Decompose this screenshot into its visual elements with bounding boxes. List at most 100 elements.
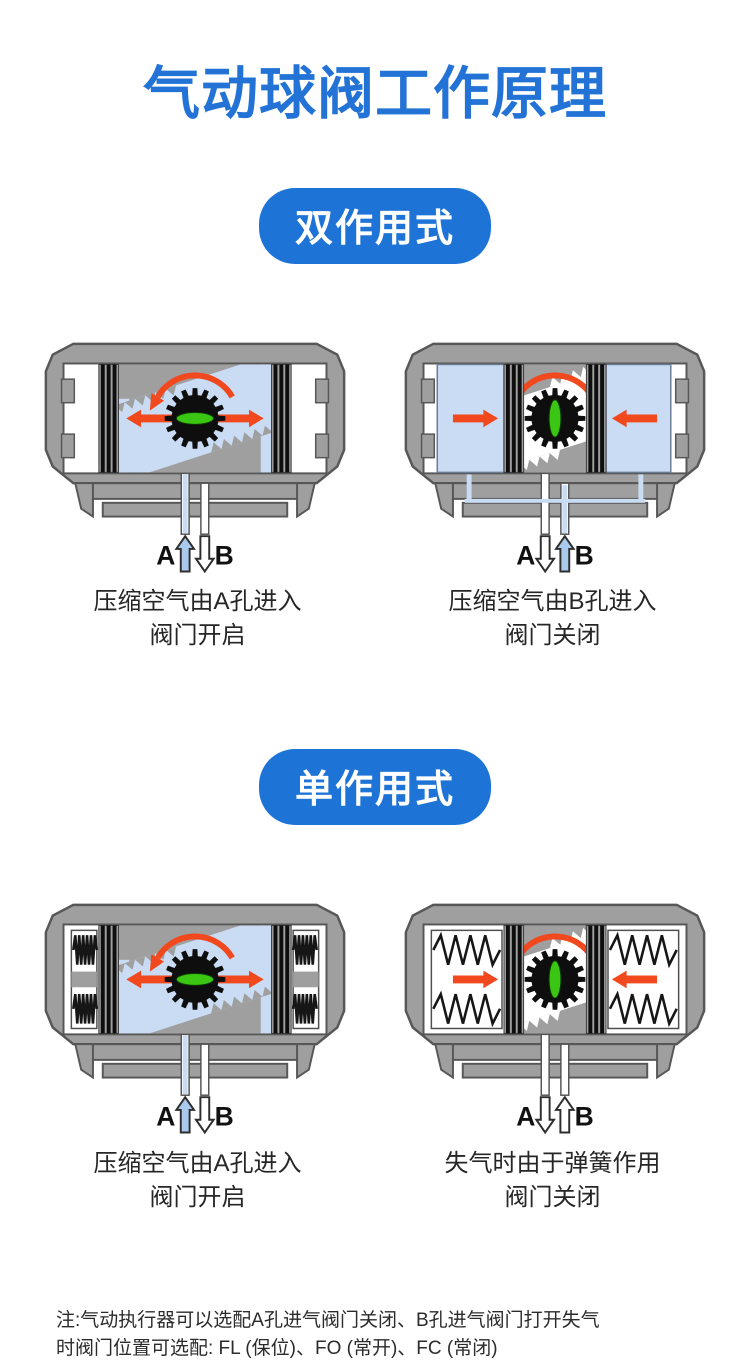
diagram-caption-double-open: 压缩空气由A孔进入 阀门开启 — [20, 585, 375, 653]
port-label-b: B — [575, 1102, 594, 1132]
piston-seal — [100, 925, 105, 1034]
rack-teeth-icon — [549, 449, 561, 460]
piston-seal — [273, 364, 278, 473]
spring-chamber-divider — [293, 971, 319, 988]
manifold-bar — [91, 482, 299, 500]
rack-teeth-icon — [241, 993, 253, 1004]
end-cap-step — [314, 433, 330, 459]
valve-ball-state-icon — [548, 399, 562, 438]
port-channel-b — [560, 1043, 570, 1097]
piston-seal — [106, 925, 111, 1034]
rotation-arrow-cw-icon — [515, 372, 595, 399]
active-air-channel — [182, 1035, 188, 1095]
piston-seal — [100, 364, 105, 473]
rack-teeth-icon — [134, 956, 146, 967]
air-flow-arrow-icon — [452, 409, 499, 428]
spring-coil-icon — [608, 931, 678, 969]
rack-teeth-icon — [523, 459, 530, 470]
actuator-drawing: A B — [38, 336, 352, 579]
actuator-svg: A B — [404, 903, 706, 1135]
piston-seal — [588, 925, 593, 1034]
air-flow-arrow-icon — [212, 409, 264, 428]
rack-teeth-icon — [118, 963, 125, 974]
valve-ball-state-icon — [175, 412, 215, 425]
port-label-a: A — [156, 1102, 175, 1132]
end-cap-step — [60, 433, 76, 459]
spring-coil-icon — [72, 994, 99, 1025]
rack-teeth-icon — [211, 442, 222, 453]
spring-chamber-divider — [71, 971, 97, 988]
rotation-arrow-head-icon — [149, 393, 165, 411]
piston-seal — [279, 364, 284, 473]
active-air-channel — [562, 485, 568, 534]
actuator-diagram-double-closed: A B — [398, 336, 712, 579]
caption-line: 阀门开启 — [149, 622, 246, 650]
piston-seal — [505, 364, 510, 473]
active-air-channel — [464, 498, 646, 503]
footnote-line-1: 注:气动执行器可以选配A孔进气阀门关闭、B孔进气阀门打开失气 — [56, 1309, 600, 1331]
piston-seal — [505, 925, 510, 1034]
caption-row-double-acting: 压缩空气由A孔进入 阀门开启 压缩空气由B孔进入 阀门关闭 — [0, 585, 750, 653]
manifold-bar — [451, 1043, 659, 1062]
manifold-wedge — [74, 482, 94, 519]
rack-teeth-icon — [539, 1014, 550, 1025]
actuator-drawing: A B — [398, 336, 712, 579]
rack-teeth-icon — [211, 1003, 222, 1014]
diagram-row-single-acting: A B A B — [0, 897, 750, 1140]
actuator-drawing: A B — [38, 897, 352, 1140]
rack-teeth-icon — [262, 986, 272, 998]
rotation-arrow-ccw-icon — [155, 372, 235, 399]
manifold-bar — [461, 1063, 649, 1079]
rack-teeth-icon — [252, 428, 263, 440]
port-a-arrow-icon — [174, 534, 196, 573]
manifold-wedge — [296, 482, 316, 519]
caption-line: 压缩空气由A孔进入 — [93, 588, 302, 616]
rack-teeth-icon — [549, 938, 561, 949]
piston-seal — [594, 925, 599, 1034]
piston-seal — [285, 925, 290, 1034]
section-badge-double-acting: 双作用式 — [258, 188, 491, 264]
air-flow-arrow-icon — [611, 409, 658, 428]
air-flow-arrow-icon — [126, 970, 178, 989]
caption-line: 阀门关闭 — [504, 622, 601, 650]
caption-line: 压缩空气由A孔进入 — [93, 1149, 302, 1177]
rack-teeth-icon — [529, 456, 540, 467]
air-flow-arrow-icon — [126, 409, 178, 428]
rotation-arrow-ccw-icon — [155, 933, 235, 960]
footnote: 注:气动执行器可以选配A孔进气阀门关闭、B孔进气阀门打开失气 时阀门位置可选配:… — [0, 1307, 750, 1363]
rack-teeth-icon — [252, 990, 263, 1001]
port-label-a: A — [516, 541, 535, 571]
manifold-bar — [461, 501, 649, 518]
actuator-diagram-single-closed: A B — [398, 897, 712, 1140]
rack-teeth-icon — [580, 366, 587, 378]
footnote-line-2: 时阀门位置可选配: FL (保位)、FO (常开)、FC (常闭) — [56, 1337, 498, 1359]
spring-coil-icon — [291, 935, 318, 966]
rotation-arrow-head-icon — [149, 954, 165, 972]
rack-teeth-icon — [523, 1021, 530, 1032]
page-title: 气动球阀工作原理 — [143, 62, 607, 126]
piston-seal — [112, 925, 117, 1034]
port-label-b: B — [215, 1102, 234, 1132]
rack-teeth-icon — [529, 1017, 540, 1028]
piston-seal — [594, 364, 599, 473]
manifold-wedge — [296, 1043, 316, 1080]
piston-seal — [106, 364, 111, 473]
manifold-wedge — [656, 1043, 676, 1080]
end-cap-step — [420, 378, 436, 404]
valve-ball-state-icon — [548, 960, 562, 999]
port-channel-b — [200, 1043, 210, 1097]
actuator-svg: A B — [404, 342, 706, 574]
section-badge-single-acting: 单作用式 — [258, 749, 491, 826]
actuator-diagram-double-open: A B — [38, 336, 352, 579]
piston-seal — [588, 364, 593, 473]
port-label-b: B — [575, 541, 594, 571]
piston-seal — [511, 364, 516, 473]
rack-teeth-icon — [539, 453, 550, 464]
port-label-a: A — [156, 541, 175, 571]
port-a-arrow-icon — [174, 1095, 196, 1134]
rack-teeth-icon — [549, 1011, 561, 1022]
diagram-caption-double-closed: 压缩空气由B孔进入 阀门关闭 — [375, 585, 730, 653]
rack-teeth-icon — [262, 425, 272, 436]
actuator-drawing: A B — [398, 897, 712, 1140]
rack-teeth-icon — [118, 402, 125, 413]
